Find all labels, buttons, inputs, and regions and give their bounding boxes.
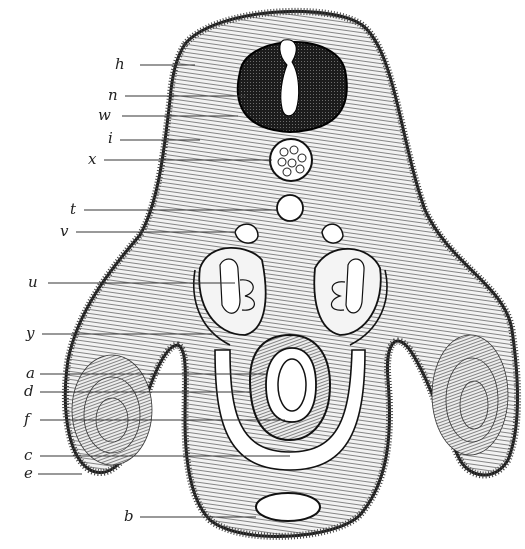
gut (250, 335, 330, 440)
label-x: x (88, 150, 97, 168)
gut-lumen (278, 359, 306, 411)
left-limb-bud (72, 355, 152, 465)
label-a: a (26, 364, 35, 382)
label-u: u (28, 273, 38, 291)
label-b: b (124, 507, 134, 525)
label-v: v (60, 222, 69, 240)
yolk-stalk (256, 493, 320, 521)
label-t: t (70, 200, 77, 218)
label-i: i (108, 129, 113, 147)
label-f: f (23, 410, 32, 428)
label-e: e (24, 464, 33, 482)
label-n: n (108, 86, 118, 104)
label-w: w (98, 106, 111, 124)
label-y: y (25, 324, 35, 342)
label-d: d (24, 382, 34, 400)
label-h: h (115, 55, 125, 73)
label-c: c (24, 446, 33, 464)
aorta (277, 195, 303, 221)
right-cardinal-vein (322, 224, 343, 243)
notochord (270, 139, 312, 181)
neural-tube (238, 40, 347, 132)
right-limb-bud (432, 335, 508, 455)
